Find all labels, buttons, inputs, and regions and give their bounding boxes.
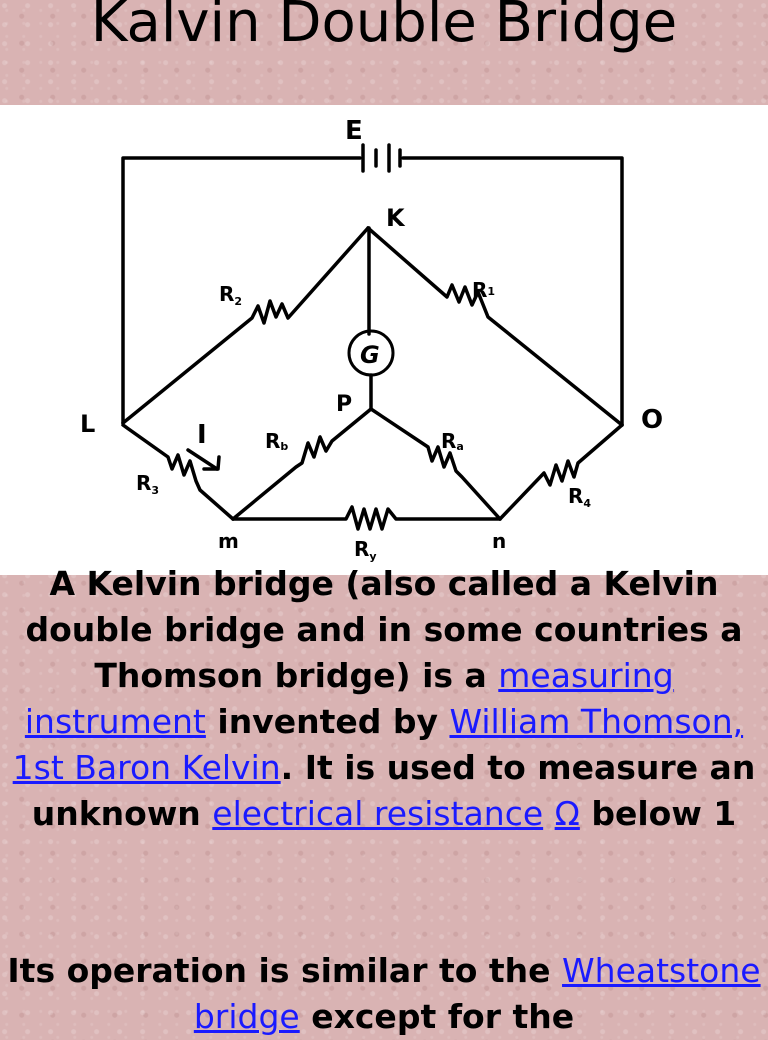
label-r1: R1 [472,278,495,302]
resistor-ry [231,505,502,531]
label-l: L [80,410,95,438]
current-arrow-shaft [186,448,219,471]
label-o: O [641,405,663,435]
link-measuring-instrument[interactable]: measuring instrument [24,656,674,741]
paragraph1-text-1: A Kelvin bridge (also called a Kelvin do… [25,564,743,695]
current-arrow-head [202,455,221,471]
label-n: n [492,529,506,553]
slide-title: Kalvin Double Bridge [90,0,678,55]
resistor-r3 [121,423,235,521]
paragraph-operation: Its operation is similar to the Wheatsto… [0,948,768,1040]
link-electrical-resistance[interactable]: electrical resistance [212,794,544,833]
label-p: P [336,392,352,417]
label-ry: Ry [354,537,377,563]
label-r2: R2 [219,282,242,308]
resistor-ra [369,407,502,521]
circuit-svg: E K L O P G I m n R2 R1 R3 R4 Rb Ra Ry [80,116,663,563]
label-g: G [360,341,380,369]
label-m: m [218,529,239,553]
label-rb: Rb [265,429,288,453]
paragraph1-text-3: . It is used to measure an unknown [31,748,756,833]
resistor-r2 [121,226,370,425]
label-i: I [197,420,207,450]
wire-top-left [121,156,362,425]
paragraph-kelvin-bridge: A Kelvin bridge (also called a Kelvin do… [0,561,768,837]
link-william-thomson[interactable]: William Thomson, 1st Baron Kelvin [12,702,744,787]
label-k: K [386,204,406,232]
label-r3: R3 [136,471,159,497]
label-r4: R4 [568,484,591,510]
link-ohm[interactable]: Ω [554,794,580,833]
paragraph1-text-5: below 1 [579,794,737,833]
resistor-r4 [498,423,624,521]
paragraph1-text-2: invented by [205,702,450,741]
paragraph1-text-4 [543,794,555,833]
wire-top-right [401,156,624,427]
resistor-rb [231,407,373,521]
paragraph2-text-1: Its operation is similar to the [7,951,563,990]
label-ra: Ra [441,429,464,453]
resistor-r1 [366,226,624,427]
kelvin-bridge-diagram: E K L O P G I m n R2 R1 R3 R4 Rb Ra Ry [0,105,768,575]
label-e: E [345,116,363,146]
paragraph2-text-2: except for the [299,997,575,1036]
